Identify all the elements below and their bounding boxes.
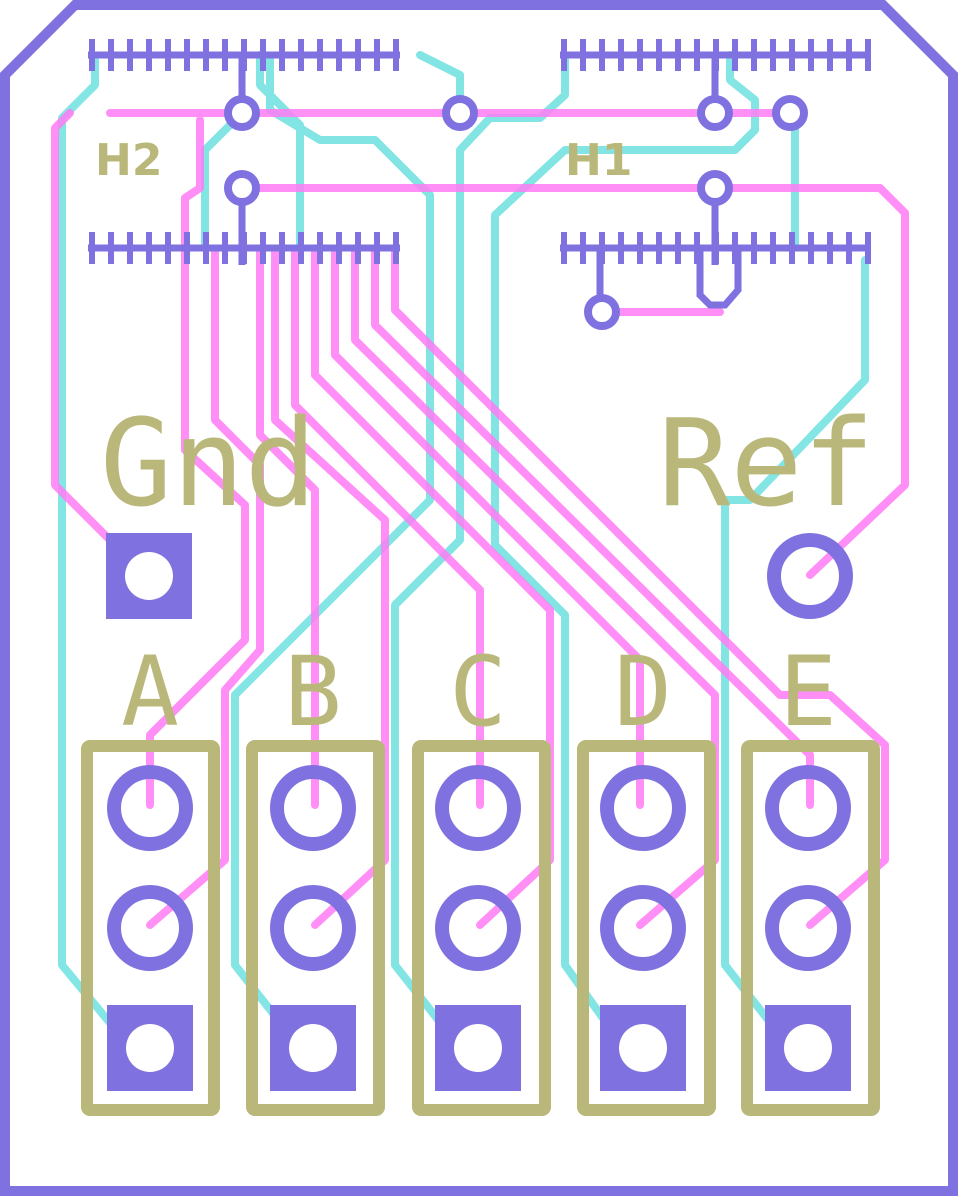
pad-d-1 [600, 765, 686, 851]
ref-pad [767, 533, 853, 619]
via [224, 170, 260, 206]
gnd-pad-hole [125, 552, 173, 600]
via [697, 95, 733, 131]
pad-c-1 [435, 765, 521, 851]
pin-header-outline-a [81, 740, 220, 1116]
via [772, 95, 808, 131]
pad-a-2 [107, 885, 193, 971]
pin-header-outline-d [577, 740, 716, 1116]
pad-e-2 [765, 885, 851, 971]
pad-c-3-hole [454, 1024, 502, 1072]
pad-a-3-hole [126, 1024, 174, 1072]
via [584, 294, 620, 330]
pad-e-3-hole [784, 1024, 832, 1072]
channel-label-c: C [449, 636, 507, 748]
channel-label-b: B [284, 636, 342, 748]
channel-label-e: E [779, 636, 837, 748]
channel-label-a: A [121, 636, 179, 748]
via [224, 95, 260, 131]
via [442, 95, 478, 131]
pad-b-2 [270, 885, 356, 971]
via-stub [696, 250, 742, 309]
pad-e-1 [765, 765, 851, 851]
pad-b-3-hole [289, 1024, 337, 1072]
gnd-label: Gnd [100, 395, 317, 534]
pad-d-2 [600, 885, 686, 971]
pad-b-1 [270, 765, 356, 851]
header-label-h2: H2 [95, 135, 162, 186]
pin-header-outline-b [246, 740, 385, 1116]
via [697, 170, 733, 206]
pads [106, 95, 853, 1091]
front-layer-traces [51, 109, 909, 929]
pad-a-1 [107, 765, 193, 851]
pad-c-2 [435, 885, 521, 971]
pin-header-outline-e [741, 740, 880, 1116]
header-pins [88, 39, 871, 312]
channel-label-d: D [614, 636, 672, 748]
pin-header-outlines [81, 740, 880, 1116]
ref-label: Ref [658, 395, 875, 534]
header-label-h1: H1 [565, 135, 632, 186]
pad-d-3-hole [619, 1024, 667, 1072]
pin-header-outline-c [412, 740, 551, 1116]
